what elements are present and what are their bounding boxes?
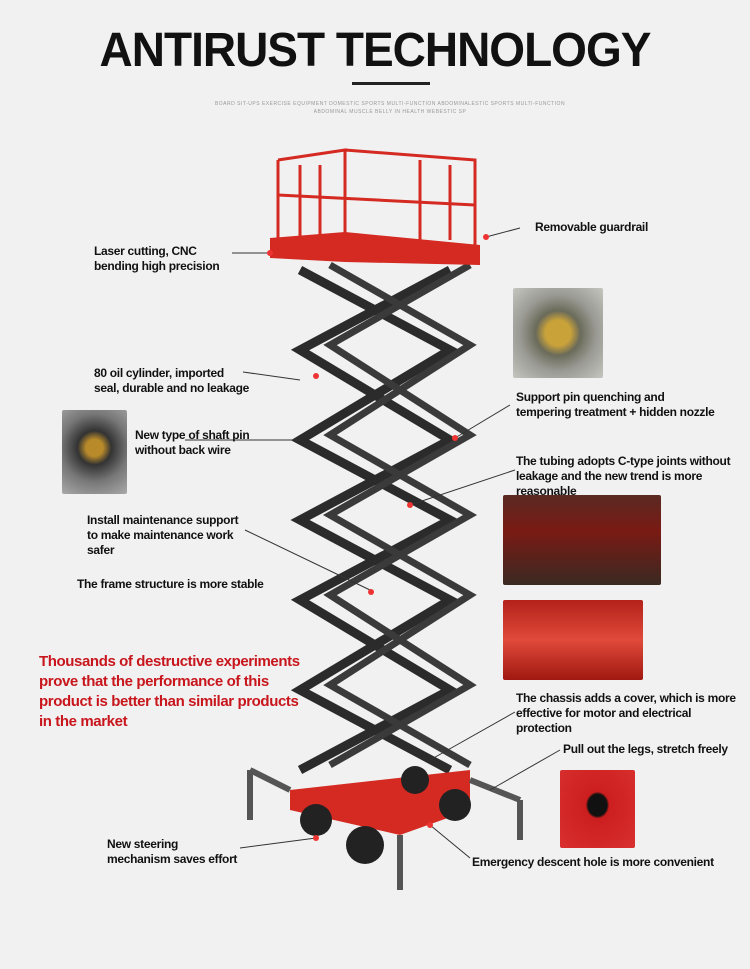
subtitle: BOARD SIT-UPS EXERCISE EQUIPMENT DOMESTI… <box>214 101 566 115</box>
callout-chassis: The chassis adds a cover, which is more … <box>516 691 736 735</box>
highlight-text: Thousands of destructive experiments pro… <box>39 653 300 730</box>
callout-support-pin: Support pin quenching and tempering trea… <box>516 390 715 419</box>
callout-legs: Pull out the legs, stretch freely <box>563 742 728 756</box>
callout-frame: The frame structure is more stable <box>77 577 264 591</box>
emergency-hole-photo <box>560 770 635 848</box>
callout-emergency: Emergency descent hole is more convenien… <box>472 855 714 869</box>
title-divider <box>352 82 430 85</box>
callout-laser: Laser cutting, CNC bending high precisio… <box>94 244 220 273</box>
callout-steering: New steering mechanism saves effort <box>107 837 238 866</box>
support-pin-photo <box>513 288 603 378</box>
callout-tubing-text: The tubing adopts C-type joints without … <box>516 454 731 498</box>
callout-shaft-pin: New type of shaft pin without back wire <box>135 428 250 457</box>
shaft-pin-photo <box>62 410 127 494</box>
callout-cylinder: 80 oil cylinder, imported seal, durable … <box>94 366 249 395</box>
callout-guardrail: Removable guardrail <box>535 220 649 234</box>
tubing-joint-photo <box>503 495 661 585</box>
callout-tubing: The tubing adopts C-type joints without … <box>516 454 750 499</box>
chassis-cover-photo <box>503 600 643 680</box>
callout-maintenance: Install maintenance support to make main… <box>87 513 239 557</box>
page-title: ANTIRUST TECHNOLOGY <box>99 21 652 77</box>
